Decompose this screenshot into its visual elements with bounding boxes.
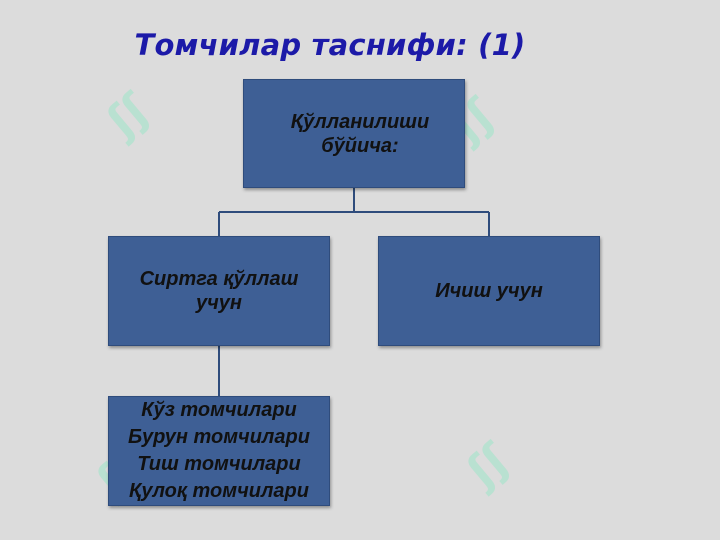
node-root-label: Қўлланилиши бўйича: [290,110,430,157]
node-drops-list-label: Кўз томчилари Бурун томчилари Тиш томчил… [128,399,310,502]
node-drops-list: Кўз томчилари Бурун томчилари Тиш томчил… [108,396,330,506]
node-root: Қўлланилиши бўйича: [243,79,465,188]
node-internal-use-label: Ичиш учун [435,280,543,302]
node-external-use: Сиртга қўллаш учун [108,236,330,346]
page-title: Томчилар таснифи: (1) [134,28,526,62]
node-external-use-label: Сиртга қўллаш учун [139,268,299,314]
node-internal-use: Ичиш учун [378,236,600,346]
